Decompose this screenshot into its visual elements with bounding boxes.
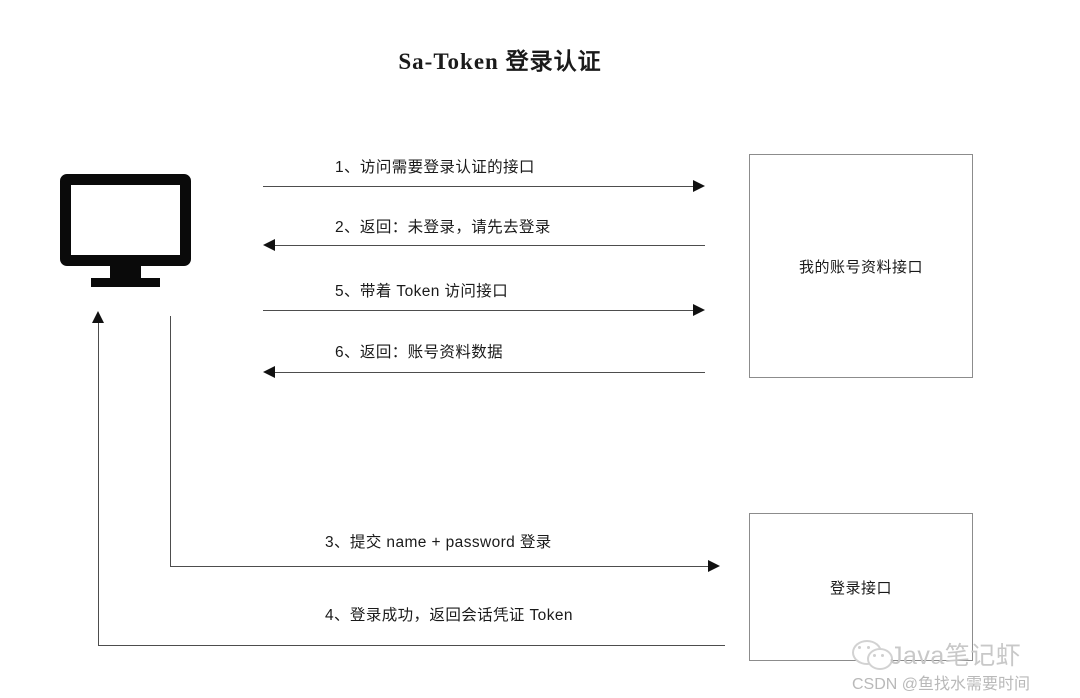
flow-label-6: 6、返回：账号资料数据 bbox=[335, 344, 504, 361]
page-title: Sa-Token 登录认证 bbox=[398, 49, 602, 74]
flow-line-3-horizontal bbox=[170, 566, 708, 567]
flow-label-2: 2、返回：未登录，请先去登录 bbox=[335, 219, 551, 236]
flow-label-4: 4、登录成功，返回会话凭证 Token bbox=[325, 607, 573, 624]
flow-label-3: 3、提交 name + password 登录 bbox=[325, 534, 552, 551]
flow-arrowhead-3 bbox=[708, 560, 720, 572]
flow-line-5 bbox=[263, 310, 693, 311]
node-box-profile-api: 我的账号资料接口 bbox=[749, 154, 973, 378]
flow-line-4-horizontal bbox=[98, 645, 725, 646]
flow-line-6 bbox=[275, 372, 705, 373]
flow-line-1 bbox=[263, 186, 693, 187]
flow-arrowhead-2 bbox=[263, 239, 275, 251]
monitor-icon bbox=[60, 174, 191, 287]
flow-arrowhead-1 bbox=[693, 180, 705, 192]
flow-line-4-vertical bbox=[98, 322, 99, 646]
flow-arrowhead-4 bbox=[92, 311, 104, 323]
monitor-stand-neck bbox=[110, 264, 141, 280]
monitor-screen bbox=[60, 174, 191, 266]
flow-label-5: 5、带着 Token 访问接口 bbox=[335, 283, 509, 300]
flow-line-2 bbox=[275, 245, 705, 246]
flow-arrowhead-6 bbox=[263, 366, 275, 378]
watermark-credit: CSDN @鱼找水需要时间 bbox=[852, 676, 1031, 693]
flow-line-3-vertical bbox=[170, 316, 171, 567]
monitor-stand-base bbox=[91, 278, 160, 287]
flow-label-1: 1、访问需要登录认证的接口 bbox=[335, 159, 535, 176]
flow-arrowhead-5 bbox=[693, 304, 705, 316]
node-box-login-api: 登录接口 bbox=[749, 513, 973, 661]
